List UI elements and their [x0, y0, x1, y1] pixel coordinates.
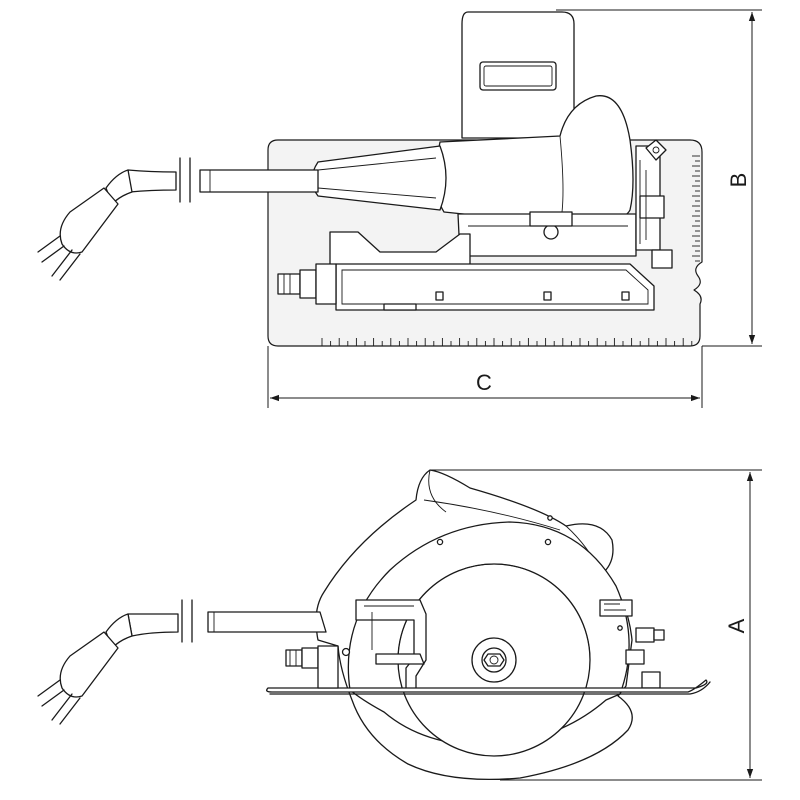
base-plate-side	[266, 679, 708, 693]
base-scale-bottom	[321, 338, 693, 346]
motor-label-plate	[479, 61, 557, 91]
motor-housing	[461, 11, 575, 139]
guard-knob	[543, 224, 559, 240]
guide-knob	[277, 273, 301, 295]
dimension-b: B	[556, 9, 762, 347]
dimension-b-label: B	[726, 173, 751, 188]
main-frame	[335, 263, 655, 311]
plug	[59, 187, 119, 254]
dimension-c: C	[267, 346, 703, 408]
angle-bracket	[599, 599, 633, 617]
plug-side	[59, 631, 119, 698]
arbor-nut	[481, 647, 507, 673]
power-cord	[199, 169, 319, 193]
handle	[435, 95, 634, 225]
top-view	[37, 11, 703, 347]
front-guide	[285, 649, 303, 667]
base-scale-right	[692, 155, 700, 262]
cord-strain-relief-side	[207, 611, 327, 633]
dimension-c-label: C	[476, 370, 492, 395]
dimension-a: A	[430, 469, 762, 781]
side-view	[37, 469, 711, 780]
dimension-a-label: A	[724, 618, 749, 633]
